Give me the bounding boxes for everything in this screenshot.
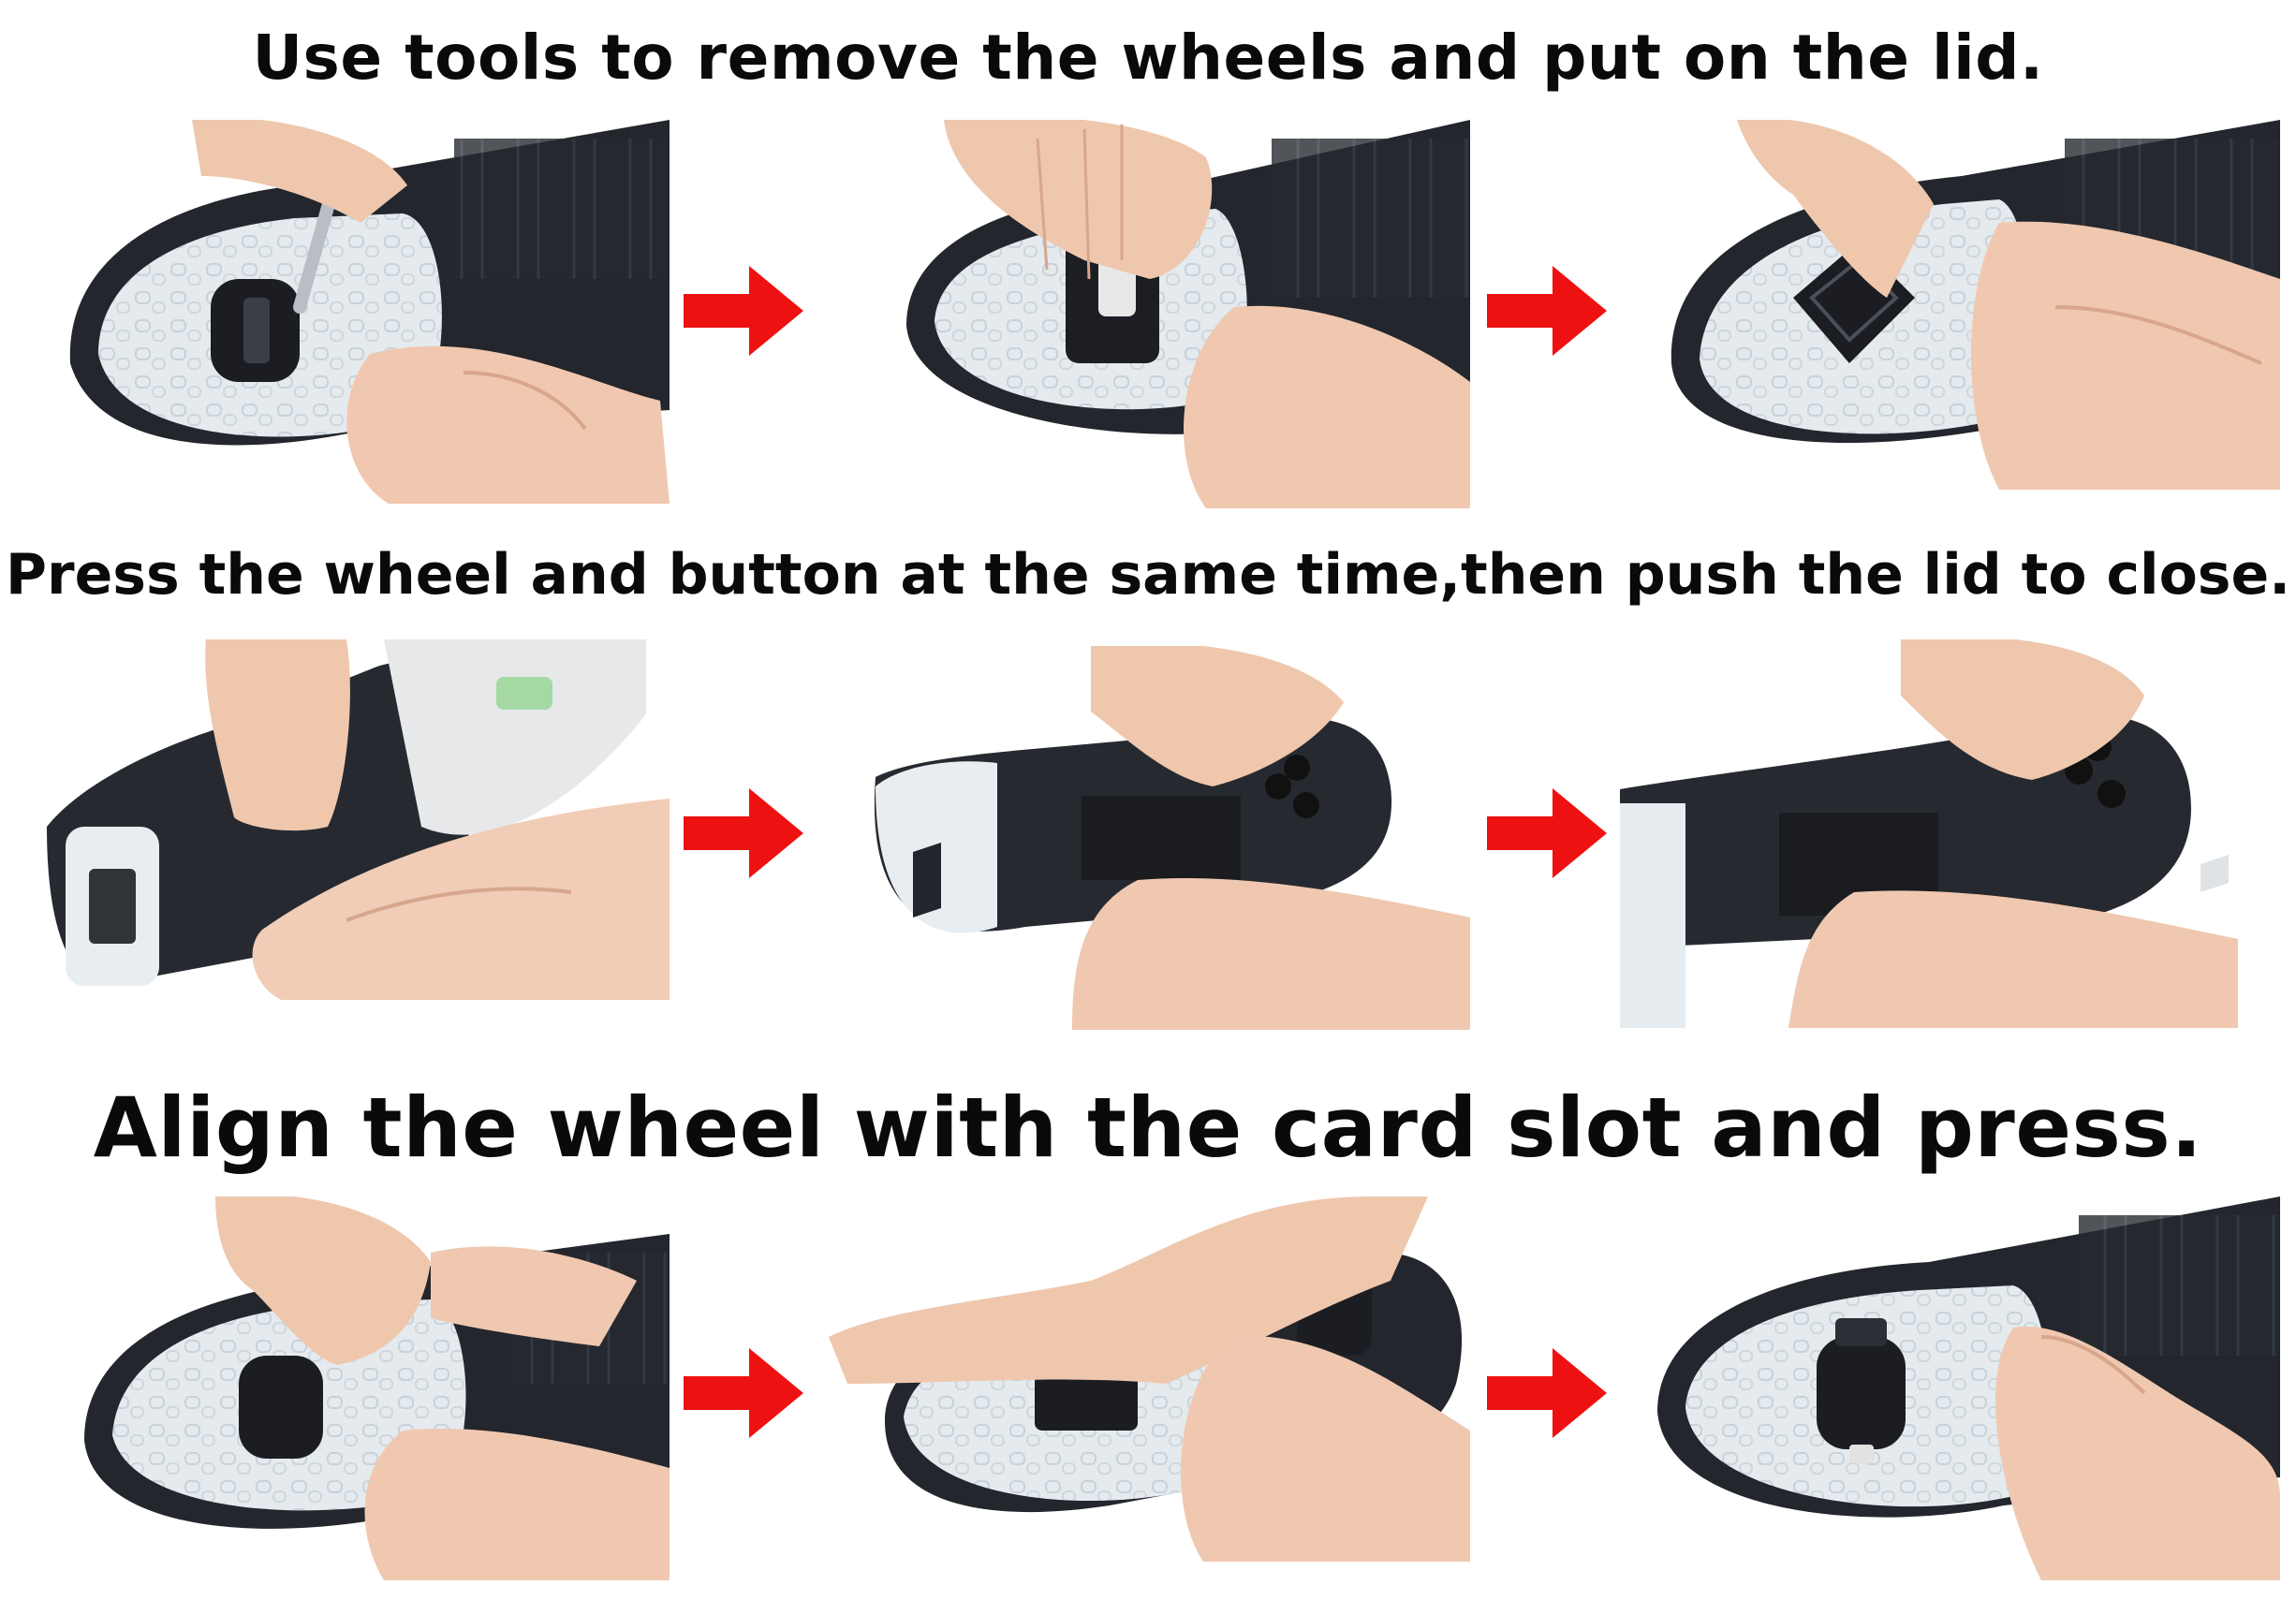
right-arrow-icon [1487, 788, 1607, 878]
right-arrow-icon [1487, 266, 1607, 356]
step-3-heading: Align the wheel with the card slot and p… [93, 1079, 2203, 1176]
photo-put-on-lid [1662, 120, 2280, 490]
photo-align-wheel [75, 1196, 670, 1580]
photo-push-lid-closed [1620, 639, 2238, 1028]
photo-press-wheel-and-button [47, 639, 670, 1000]
photo-press-wheel-in [829, 1196, 1470, 1562]
right-arrow-icon [684, 266, 803, 356]
right-arrow-icon [684, 788, 803, 878]
photo-push-lid-start [857, 646, 1470, 1030]
photo-wheel-installed [1648, 1196, 2280, 1580]
step-2-heading: Press the wheel and button at the same t… [6, 542, 2290, 608]
right-arrow-icon [684, 1348, 803, 1438]
step-1-heading: Use tools to remove the wheels and put o… [252, 22, 2044, 94]
right-arrow-icon [1487, 1348, 1607, 1438]
photo-pull-wheel-out [897, 120, 1470, 508]
photo-tool-remove-wheel [61, 120, 670, 504]
